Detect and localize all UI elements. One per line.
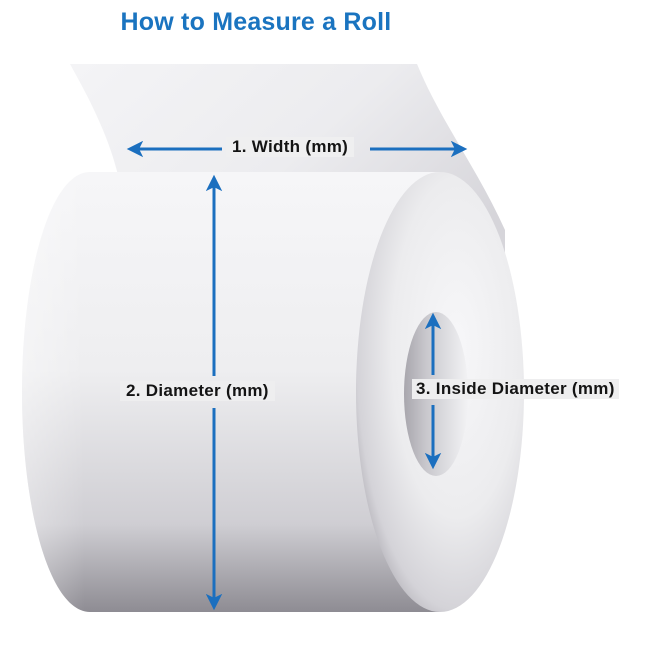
page-title: How to Measure a Roll	[120, 8, 392, 36]
inside-diameter-label: 3. Inside Diameter (mm)	[412, 379, 619, 399]
diameter-label: 2. Diameter (mm)	[120, 381, 275, 401]
paper-sheet	[70, 64, 505, 300]
width-label: 1. Width (mm)	[226, 137, 355, 157]
